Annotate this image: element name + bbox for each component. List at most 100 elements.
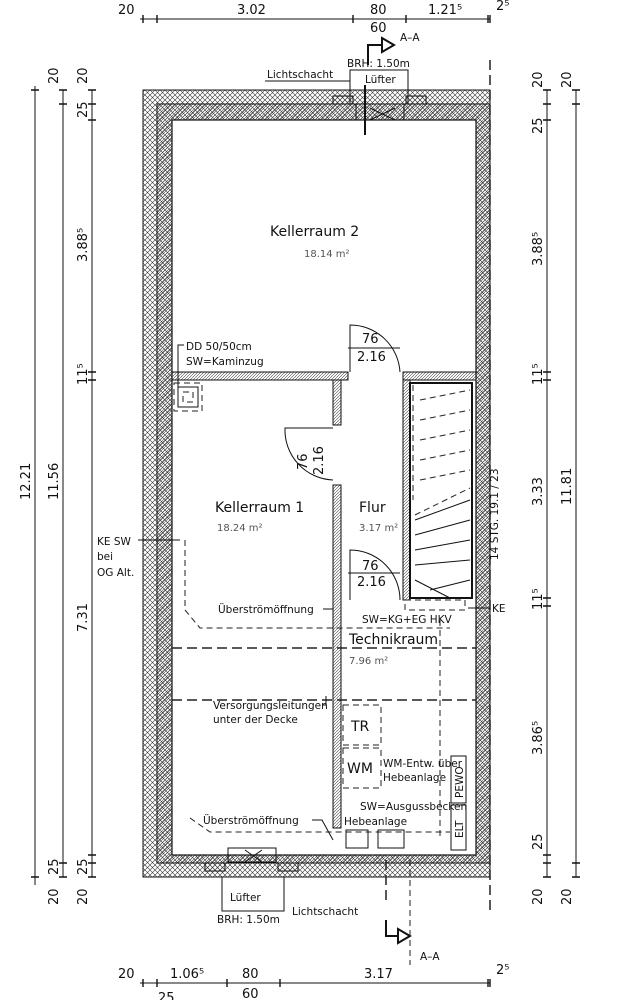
door-width: 76 xyxy=(296,453,311,470)
lightwell-label: Lichtschacht xyxy=(267,69,333,81)
section-label: A–A xyxy=(420,951,440,963)
door-height: 2.16 xyxy=(357,350,386,365)
dim-right-outer: 11.81 xyxy=(560,468,575,505)
door-technikraum[interactable] xyxy=(349,549,401,601)
section-label: A–A xyxy=(400,32,420,44)
dryer-label: TR xyxy=(350,719,370,735)
door-width: 76 xyxy=(362,332,379,347)
dim-left-middle: 11.56 xyxy=(47,463,62,500)
room-area-technikraum: 7.96 m² xyxy=(349,656,388,667)
exterior-walls xyxy=(142,60,491,910)
ke-sw-label: OG Alt. xyxy=(97,567,134,579)
dim-right: 11⁵ xyxy=(531,588,546,610)
dim-right: 3.33 xyxy=(531,477,546,506)
dim-right: 3.86⁵ xyxy=(531,721,546,755)
window-sill-height: BRH: 1.50m xyxy=(347,58,410,70)
dim-top: 1.21⁵ xyxy=(428,3,462,18)
dim-left-middle-end: 20 xyxy=(47,67,62,84)
dimension-right xyxy=(543,89,580,878)
pewo-label: PEWO xyxy=(454,766,466,798)
chimney-note: SW=Kaminzug xyxy=(186,356,264,368)
dim-top: 20 xyxy=(118,3,135,18)
dim-right: 20 xyxy=(531,888,546,905)
dim-bottom: 20 xyxy=(118,967,135,982)
dim-left-outer: 12.21 xyxy=(19,463,34,500)
ke-sw-label: bei xyxy=(97,551,113,563)
dim-right: 25 xyxy=(531,833,546,850)
dim-right: 20 xyxy=(531,71,546,88)
dim-right-outer-end: 20 xyxy=(560,888,575,905)
washing-machine xyxy=(342,747,382,789)
dimension-top xyxy=(140,15,491,23)
dim-left: 3.88⁵ xyxy=(76,228,91,262)
ke-sw-label: KE SW xyxy=(97,536,132,548)
room-name-kellerraum-1: Kellerraum 1 xyxy=(215,500,304,516)
room-area-flur: 3.17 m² xyxy=(359,523,398,534)
dim-bottom: 2⁵ xyxy=(496,963,509,978)
dim-left-middle-end: 20 xyxy=(47,888,62,905)
door-height: 2.16 xyxy=(357,575,386,590)
bottom-window xyxy=(204,847,299,912)
fan-label: Lüfter xyxy=(365,74,396,86)
dim-left: 25 xyxy=(76,101,91,118)
dim-right: 25 xyxy=(531,117,546,134)
top-window xyxy=(332,69,427,135)
interior-walls xyxy=(171,371,477,840)
supply-lines-label: unter der Decke xyxy=(213,714,298,726)
dim-bottom: 80 xyxy=(242,967,259,982)
door-kellerraum2[interactable] xyxy=(349,324,401,373)
door-height: 2.16 xyxy=(312,446,327,475)
overflow-opening-label: Überströmöffnung xyxy=(218,603,314,616)
dim-left: 7.31 xyxy=(76,603,91,632)
dim-left: 11⁵ xyxy=(76,363,91,385)
wm-drain-label: WM-Entw. über xyxy=(383,758,463,770)
dim-left: 20 xyxy=(76,67,91,84)
sink-label: SW=Ausgussbecken xyxy=(360,801,467,813)
door-width: 76 xyxy=(362,559,379,574)
fan-label: Lüfter xyxy=(230,892,261,904)
washing-machine-label: WM xyxy=(347,761,373,777)
sw-hkv-label: SW=KG+EG HKV xyxy=(362,614,453,626)
dim-top: 3.02 xyxy=(237,3,266,18)
dim-top: 2⁵ xyxy=(496,0,509,14)
dryer xyxy=(342,704,382,746)
staircase xyxy=(404,382,473,611)
wm-drain-label: Hebeanlage xyxy=(383,772,446,784)
dim-right: 3.88⁵ xyxy=(531,232,546,266)
dim-right-outer-end: 20 xyxy=(560,71,575,88)
pewo-box xyxy=(450,755,467,804)
lift-unit xyxy=(345,829,369,849)
chimney xyxy=(173,344,203,412)
dim-bottom: 25 xyxy=(158,991,175,1000)
section-marker-bottom[interactable] xyxy=(385,860,412,965)
elt-label: ELT xyxy=(454,820,466,838)
room-name-kellerraum-2: Kellerraum 2 xyxy=(270,224,359,240)
stairs-label: 14 STG. 19.1 / 23 xyxy=(489,468,501,560)
elt-box xyxy=(450,804,467,851)
supply-lines-label: Versorgungsleitungen xyxy=(213,700,328,712)
dim-top: 80 xyxy=(370,3,387,18)
room-area-kellerraum-2: 18.14 m² xyxy=(304,249,350,260)
dim-left: 20 xyxy=(76,888,91,905)
dim-left-middle-end: 25 xyxy=(47,858,62,875)
dim-right: 11⁵ xyxy=(531,363,546,385)
dim-top: 60 xyxy=(370,21,387,36)
chimney-label: DD 50/50cm xyxy=(186,341,252,353)
room-area-kellerraum-1: 18.24 m² xyxy=(217,523,263,534)
dim-bottom: 1.06⁵ xyxy=(170,967,204,982)
lightwell-label: Lichtschacht xyxy=(292,906,358,918)
lift-label: Hebeanlage xyxy=(344,816,407,828)
dim-left: 25 xyxy=(76,858,91,875)
dimension-bottom xyxy=(140,979,491,987)
room-name-flur: Flur xyxy=(359,500,386,516)
ke-label: KE xyxy=(492,603,506,615)
room-name-technikraum: Technikraum xyxy=(348,632,438,648)
dim-bottom: 60 xyxy=(242,987,259,1000)
dimension-left xyxy=(31,86,96,885)
overflow-opening-label: Überströmöffnung xyxy=(203,814,299,827)
sink xyxy=(377,829,405,849)
dim-bottom: 3.17 xyxy=(364,967,393,982)
section-marker-top[interactable] xyxy=(367,36,396,65)
door-kellerraum1[interactable] xyxy=(284,427,334,481)
